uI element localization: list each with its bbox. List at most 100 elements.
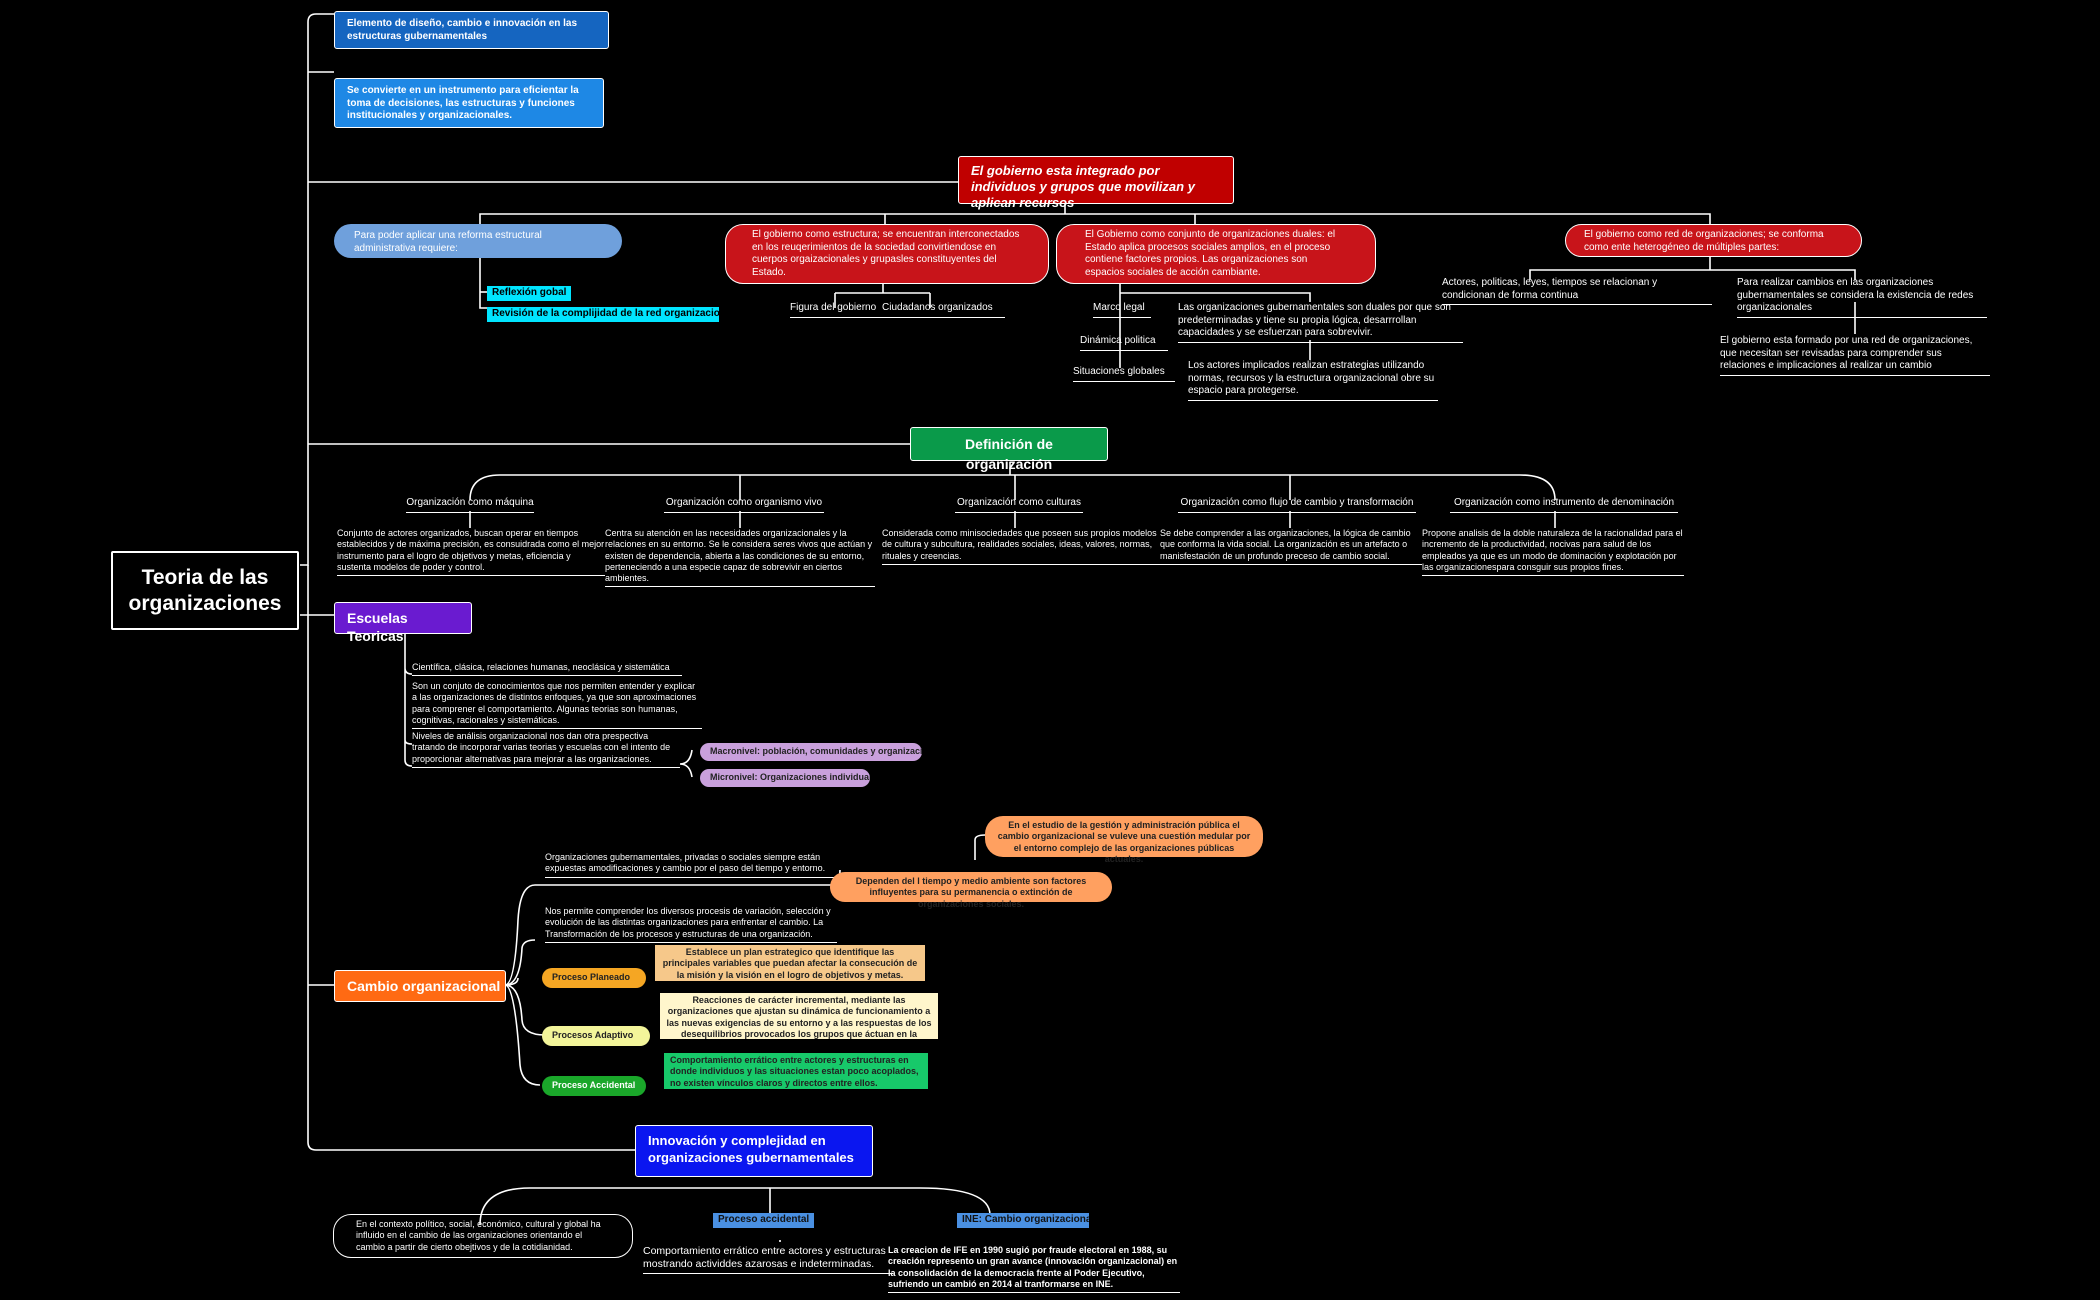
planeado-label: Proceso Planeado [552,972,631,982]
definicion-title: Definición de organización [965,436,1053,472]
def-culturas-head-label: Organización como culturas [957,497,1081,508]
def-culturas-text[interactable]: Considerada como minisociedades que pose… [882,528,1164,565]
dependen-text: Dependen del l tiempo y medio ambiente s… [855,876,1087,909]
ine-text-content: La creacion de IFE en 1990 sugió por fra… [888,1245,1178,1289]
def-organismo-text[interactable]: Centra su atención en las necesidades or… [605,528,875,588]
innovacion-node[interactable]: Innovación y complejidad en organizacion… [635,1125,873,1177]
top-box-design[interactable]: Elemento de diseño, cambio e innovación … [334,11,609,49]
micronivel-node[interactable]: Micronivel: Organizaciones individuales [700,769,870,787]
root-node[interactable]: Teoria de las organizaciones [111,551,299,630]
figura-gobierno-label: Figura del gobierno [790,302,877,313]
reforma-node[interactable]: Para poder aplicar una reforma estructur… [334,224,622,258]
adaptivo-node[interactable]: Procesos Adaptivo [542,1026,650,1046]
escuelas-text-niveles-content: Niveles de análisis organizacional nos d… [412,731,671,764]
adaptivo-label: Procesos Adaptivo [552,1030,634,1040]
macronivel-label: Macronivel: población, comunidades y org… [710,746,922,756]
accidental-text[interactable]: Comportamiento errático entre actores y … [664,1053,928,1089]
dinamica-politica[interactable]: Dinámica politica [1080,335,1168,351]
def-organismo-head-label: Organización como organismo vivo [665,497,823,508]
situaciones-globales-label: Situaciones globales [1073,366,1165,377]
marco-legal[interactable]: Marco legal [1093,302,1151,318]
adaptivo-text[interactable]: Reacciones de carácter incremental, medi… [660,993,938,1039]
duales-node[interactable]: El Gobierno como conjunto de organizacio… [1056,224,1376,284]
def-maquina-text[interactable]: Conjunto de actores organizados, buscan … [337,528,605,576]
proceso-accidental-text-content: Comportamiento errático entre actores y … [643,1245,886,1271]
escuelas-text-conjunto-content: Son un conjuto de conocimientos que nos … [412,681,697,725]
planeado-node[interactable]: Proceso Planeado [542,968,646,988]
gobierno-node[interactable]: El gobierno esta integrado por individuo… [958,156,1234,210]
reforma-text: Para poder aplicar una reforma estructur… [354,230,542,254]
escuelas-text-cientifica-content: Científica, clásica, relaciones humanas,… [412,662,670,672]
def-flujo-text[interactable]: Se debe comprender a las organizaciones,… [1160,528,1422,565]
def-culturas-text-content: Considerada como minisociedades que pose… [882,528,1157,561]
def-flujo-head-label: Organización como flujo de cambio y tran… [1180,497,1414,508]
definicion-node[interactable]: Definición de organización [910,427,1108,472]
escuelas-node[interactable]: Escuelas Teoricas [334,602,472,644]
accidental-node[interactable]: Proceso Accidental [542,1076,646,1096]
def-denominacion-text-content: Propone analisis de la doble naturaleza … [1422,528,1683,572]
reforma-item-revision-label: Revisión de la complijidad de la red org… [492,308,719,319]
red-text-actores[interactable]: Actores, politicas, leyes, tiempos se re… [1442,277,1712,305]
reforma-item-reflexion-label: Reflexión gobal [492,287,567,298]
duales-text-actores-content: Los actores implicados realizan estrateg… [1188,360,1435,396]
estructura-text: El gobierno como estructura; se encuentr… [752,229,1020,278]
accidental-label: Proceso Accidental [552,1080,636,1090]
red-text-formado-content: El gobierno esta formado por una red de … [1720,335,1973,371]
escuelas-title: Escuelas Teoricas [347,610,408,644]
escuelas-text-niveles[interactable]: Niveles de análisis organizacional nos d… [412,731,680,768]
marco-legal-label: Marco legal [1093,302,1145,313]
top-box-instrument[interactable]: Se convierte en un instrumento para efic… [334,78,604,128]
red-text-actores-content: Actores, politicas, leyes, tiempos se re… [1442,277,1658,301]
def-maquina-head-label: Organización como máquina [406,497,534,508]
figura-gobierno[interactable]: Figura del gobierno [790,302,883,318]
def-maquina-head[interactable]: Organización como máquina [406,497,534,513]
estudio-node[interactable]: En el estudio de la gestión y administra… [985,816,1263,864]
reforma-item-revision[interactable]: Revisión de la complijidad de la red org… [487,307,719,322]
proceso-accidental-tag[interactable]: Proceso accidental [713,1213,815,1228]
red-node[interactable]: El gobierno como red de organizaciones; … [1565,224,1862,257]
planeado-text-content: Establece un plan estrategico que identi… [662,947,918,980]
innovacion-title: Innovación y complejidad en organizacion… [648,1133,854,1165]
red-text-formado[interactable]: El gobierno esta formado por una red de … [1720,335,1990,376]
micronivel-label: Micronivel: Organizaciones individuales [710,772,870,782]
cambio-text-comprender-content: Nos permite comprender los diversos proc… [545,906,831,939]
cambio-text-expuestas[interactable]: Organizaciones gubernamentales, privadas… [545,852,835,878]
adaptivo-text-content: Reacciones de carácter incremental, medi… [666,995,932,1039]
escuelas-text-conjunto[interactable]: Son un conjuto de conocimientos que nos … [412,681,702,729]
ciudadanos-organizados[interactable]: Ciudadanos organizados [882,302,1005,318]
def-organismo-text-content: Centra su atención en las necesidades or… [605,528,873,583]
duales-text-actores[interactable]: Los actores implicados realizan estrateg… [1188,360,1438,401]
planeado-text[interactable]: Establece un plan estrategico que identi… [655,945,925,981]
dependen-node[interactable]: Dependen del l tiempo y medio ambiente s… [830,872,1112,909]
macronivel-node[interactable]: Macronivel: población, comunidades y org… [700,743,922,761]
ciudadanos-organizados-label: Ciudadanos organizados [882,302,993,313]
ine-text[interactable]: La creacion de IFE en 1990 sugió por fra… [888,1245,1180,1293]
estudio-text: En el estudio de la gestión y administra… [997,820,1251,864]
def-denominacion-head[interactable]: Organización como instrumento de denomin… [1450,497,1678,513]
def-denominacion-head-label: Organización como instrumento de denomin… [1453,497,1675,508]
cambio-text-expuestas-content: Organizaciones gubernamentales, privadas… [545,852,826,874]
estructura-node[interactable]: El gobierno como estructura; se encuentr… [725,224,1049,284]
situaciones-globales[interactable]: Situaciones globales [1073,366,1175,382]
red-text: El gobierno como red de organizaciones; … [1584,229,1824,253]
escuelas-text-cientifica[interactable]: Científica, clásica, relaciones humanas,… [412,662,682,677]
reforma-item-reflexion[interactable]: Reflexión gobal [487,286,572,301]
cambio-text-comprender[interactable]: Nos permite comprender los diversos proc… [545,906,837,943]
ine-tag[interactable]: INE: Cambio organizacional [957,1213,1089,1228]
def-organismo-head[interactable]: Organización como organismo vivo [664,497,824,513]
def-denominacion-text[interactable]: Propone analisis de la doble naturaleza … [1422,528,1684,576]
duales-text-dual[interactable]: Las organizaciones gubernamentales son d… [1178,302,1463,343]
proceso-accidental-text[interactable]: Comportamiento errático entre actores y … [643,1245,893,1275]
red-text-cambios[interactable]: Para realizar cambios en las organizacio… [1737,277,1987,318]
contexto-node[interactable]: En el contexto político, social, económi… [333,1214,633,1258]
cambio-node[interactable]: Cambio organizacional [334,970,506,1002]
def-flujo-text-content: Se debe comprender a las organizaciones,… [1160,528,1411,561]
def-flujo-head[interactable]: Organización como flujo de cambio y tran… [1178,497,1416,513]
ine-tag-label: INE: Cambio organizacional [962,1214,1089,1225]
def-culturas-head[interactable]: Organización como culturas [955,497,1083,513]
def-maquina-text-content: Conjunto de actores organizados, buscan … [337,528,605,572]
dinamica-politica-label: Dinámica politica [1080,335,1156,346]
proceso-accidental-tag-label: Proceso accidental [718,1214,810,1225]
contexto-text: En el contexto político, social, económi… [356,1219,601,1252]
